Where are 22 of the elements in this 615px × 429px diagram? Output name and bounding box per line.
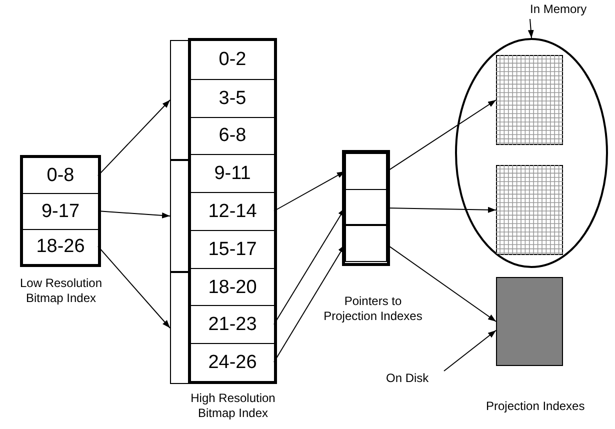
caption-text: Projection Indexes bbox=[486, 399, 585, 414]
note-text: On Disk bbox=[386, 371, 444, 389]
caption-text: Pointers to Projection Indexes bbox=[322, 294, 424, 324]
arrow bbox=[98, 100, 170, 176]
table-box bbox=[20, 155, 101, 267]
table-box bbox=[342, 150, 390, 266]
pointer-cell bbox=[345, 153, 387, 190]
arrow bbox=[98, 246, 170, 328]
grid-drawing bbox=[496, 55, 563, 145]
table-box bbox=[188, 38, 277, 384]
pointer-cell bbox=[345, 188, 387, 226]
caption-text: High Resolution Bitmap Index bbox=[190, 391, 276, 421]
note-text: In Memory bbox=[530, 2, 612, 19]
caption-text: Low Resolution Bitmap Index bbox=[18, 276, 104, 306]
range-cell: 6-8 bbox=[191, 116, 274, 154]
arrow bbox=[528, 18, 534, 38]
pointer-cell bbox=[345, 225, 387, 262]
range-cell: 18-20 bbox=[191, 268, 274, 306]
memory-ellipse bbox=[455, 38, 608, 268]
arrow bbox=[98, 210, 170, 218]
grid-drawing bbox=[496, 165, 563, 255]
arrow bbox=[444, 330, 496, 372]
